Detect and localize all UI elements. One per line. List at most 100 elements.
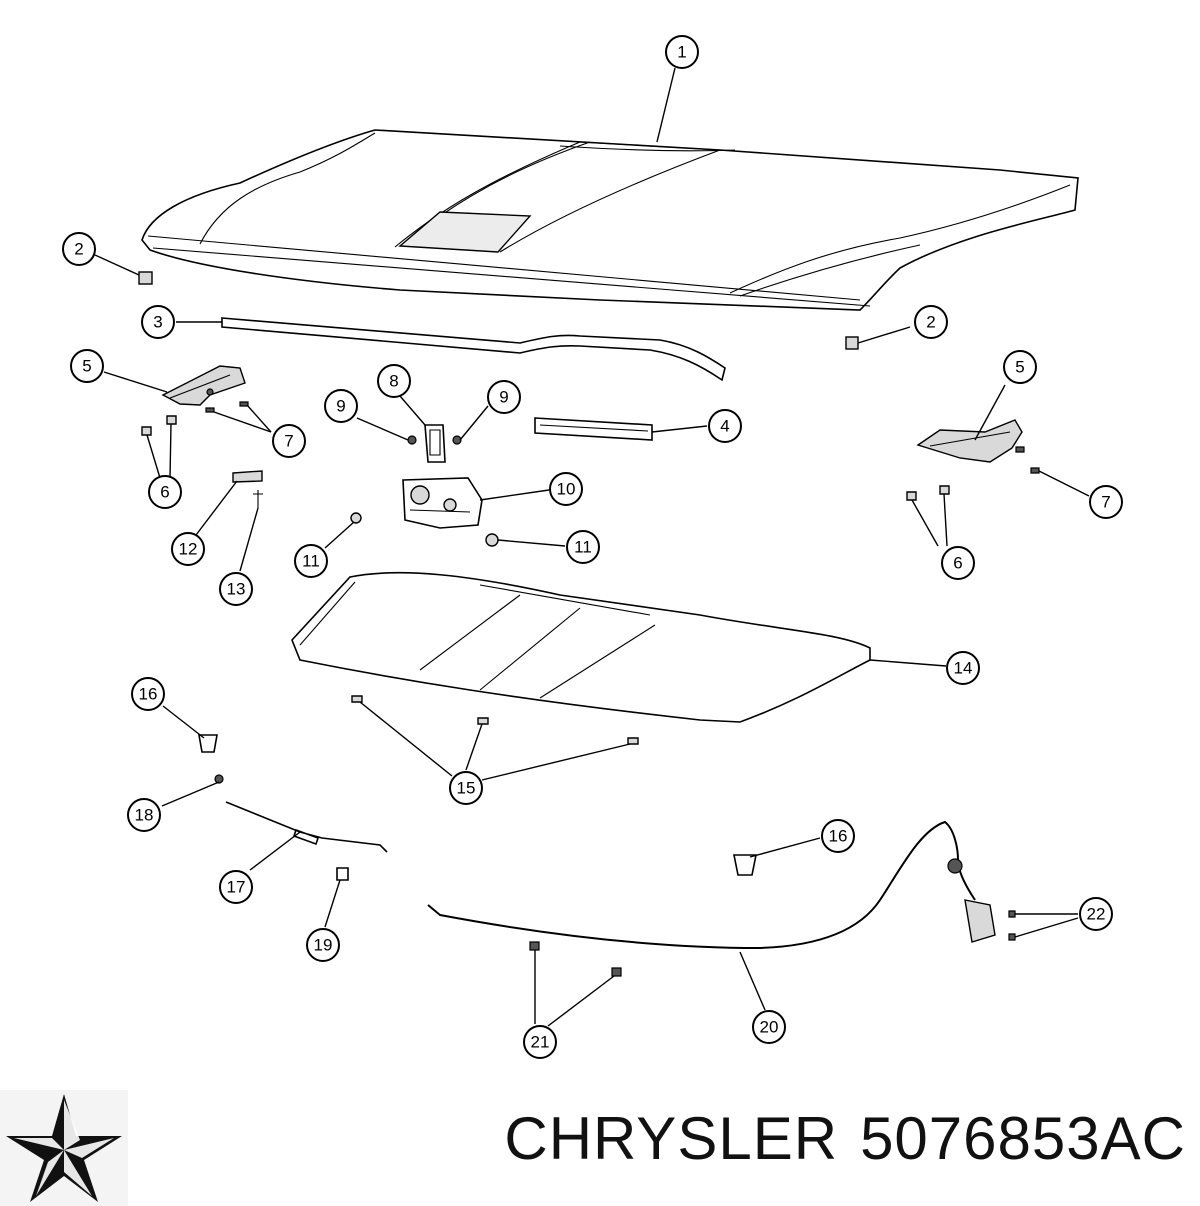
nut-6-left-b <box>166 415 177 425</box>
seal-strip <box>221 317 726 382</box>
svg-text:17: 17 <box>227 878 246 897</box>
clip-right <box>845 336 859 350</box>
svg-text:1: 1 <box>677 43 686 62</box>
part-number: 5076853AC <box>860 1105 1186 1172</box>
bracket-bar <box>534 417 653 441</box>
bumper-16-left <box>198 734 218 753</box>
svg-text:12: 12 <box>179 540 198 559</box>
nut-9-right <box>452 435 462 445</box>
hinge-right <box>916 419 1023 463</box>
svg-text:11: 11 <box>574 538 592 557</box>
callout-16-left: 16 <box>131 677 165 711</box>
manufacturer-name: CHRYSLER <box>504 1105 839 1172</box>
callout-9-right: 9 <box>487 380 521 414</box>
callout-7-left: 7 <box>272 424 306 458</box>
svg-text:19: 19 <box>314 936 333 955</box>
svg-text:22: 22 <box>1087 905 1106 924</box>
callout-20: 20 <box>752 1010 786 1044</box>
clip-12 <box>232 470 263 483</box>
bolt-7-right-b <box>1030 467 1040 474</box>
callout-22: 22 <box>1079 897 1113 931</box>
pentastar-icon <box>0 1090 128 1206</box>
nut-6-left-a <box>141 426 152 436</box>
svg-text:6: 6 <box>953 554 962 573</box>
callout-3: 3 <box>141 305 175 339</box>
clip-15-c <box>627 737 639 745</box>
bolt-7-left-a <box>205 407 215 413</box>
clip-21-a <box>529 941 540 951</box>
hood-insulator <box>291 571 871 723</box>
pin-13 <box>253 490 263 508</box>
clip-21-b <box>611 967 622 977</box>
nut-9-left <box>407 435 417 445</box>
callout-12: 12 <box>171 532 205 566</box>
svg-text:5: 5 <box>1015 358 1024 377</box>
callout-9-left: 9 <box>324 389 358 423</box>
clip-19 <box>336 867 349 881</box>
callout-4: 4 <box>708 409 742 443</box>
callout-7-right: 7 <box>1089 485 1123 519</box>
plug-18 <box>214 774 224 784</box>
svg-text:7: 7 <box>1101 493 1110 512</box>
callout-14: 14 <box>946 651 980 685</box>
callout-15: 15 <box>449 771 483 805</box>
callout-6-left: 6 <box>148 475 182 509</box>
hood-panel <box>141 129 1079 311</box>
svg-text:21: 21 <box>531 1033 550 1052</box>
svg-text:20: 20 <box>760 1018 779 1037</box>
release-cable <box>427 820 976 950</box>
svg-text:5: 5 <box>82 357 91 376</box>
svg-text:6: 6 <box>160 483 169 502</box>
callout-2-left: 2 <box>62 232 96 266</box>
svg-text:18: 18 <box>135 806 154 825</box>
nut-11-left <box>350 512 362 524</box>
callout-6-right: 6 <box>941 546 975 580</box>
callout-11-right: 11 <box>566 530 600 564</box>
nut-6-right-b <box>939 485 950 495</box>
callout-10: 10 <box>549 472 583 506</box>
svg-text:3: 3 <box>153 313 162 332</box>
svg-text:2: 2 <box>74 240 83 259</box>
clip-15-a <box>351 695 363 703</box>
nut-6-right-a <box>906 491 917 501</box>
svg-text:13: 13 <box>227 580 246 599</box>
bumper-16-right <box>733 854 757 876</box>
svg-text:9: 9 <box>499 388 508 407</box>
callout-5-right: 5 <box>1003 350 1037 384</box>
bolt-7-right-a <box>1015 446 1025 453</box>
svg-text:7: 7 <box>284 432 293 451</box>
nut-11-right <box>485 533 499 547</box>
leader-lines <box>94 67 1090 1027</box>
rod-17 <box>225 801 388 853</box>
callout-17: 17 <box>219 870 253 904</box>
callout-19: 19 <box>306 928 340 962</box>
cable-handle <box>964 899 996 943</box>
svg-text:16: 16 <box>829 827 848 846</box>
svg-text:14: 14 <box>954 659 973 678</box>
callout-21: 21 <box>523 1025 557 1059</box>
callout-8: 8 <box>377 364 411 398</box>
callout-2-right: 2 <box>914 305 948 339</box>
callout-1: 1 <box>665 35 699 69</box>
svg-text:16: 16 <box>139 685 158 704</box>
svg-text:9: 9 <box>336 397 345 416</box>
svg-text:11: 11 <box>302 552 320 571</box>
svg-text:10: 10 <box>557 480 576 499</box>
svg-text:2: 2 <box>926 313 935 332</box>
clip-left <box>138 271 153 285</box>
callout-11-left: 11 <box>294 544 328 578</box>
svg-text:15: 15 <box>457 779 476 798</box>
screw-22-b <box>1008 933 1016 941</box>
clip-15-b <box>477 717 489 725</box>
svg-text:4: 4 <box>720 417 729 436</box>
screw-22-a <box>1008 910 1016 918</box>
hood-latch <box>402 477 483 529</box>
callout-16-right: 16 <box>821 819 855 853</box>
brand-footer: CHRYSLER 5076853AC <box>0 1084 1200 1206</box>
svg-text:8: 8 <box>389 372 398 391</box>
callout-5-left: 5 <box>70 349 104 383</box>
brand-text: CHRYSLER 5076853AC <box>504 1104 1186 1173</box>
callout-18: 18 <box>127 798 161 832</box>
callout-13: 13 <box>219 572 253 606</box>
